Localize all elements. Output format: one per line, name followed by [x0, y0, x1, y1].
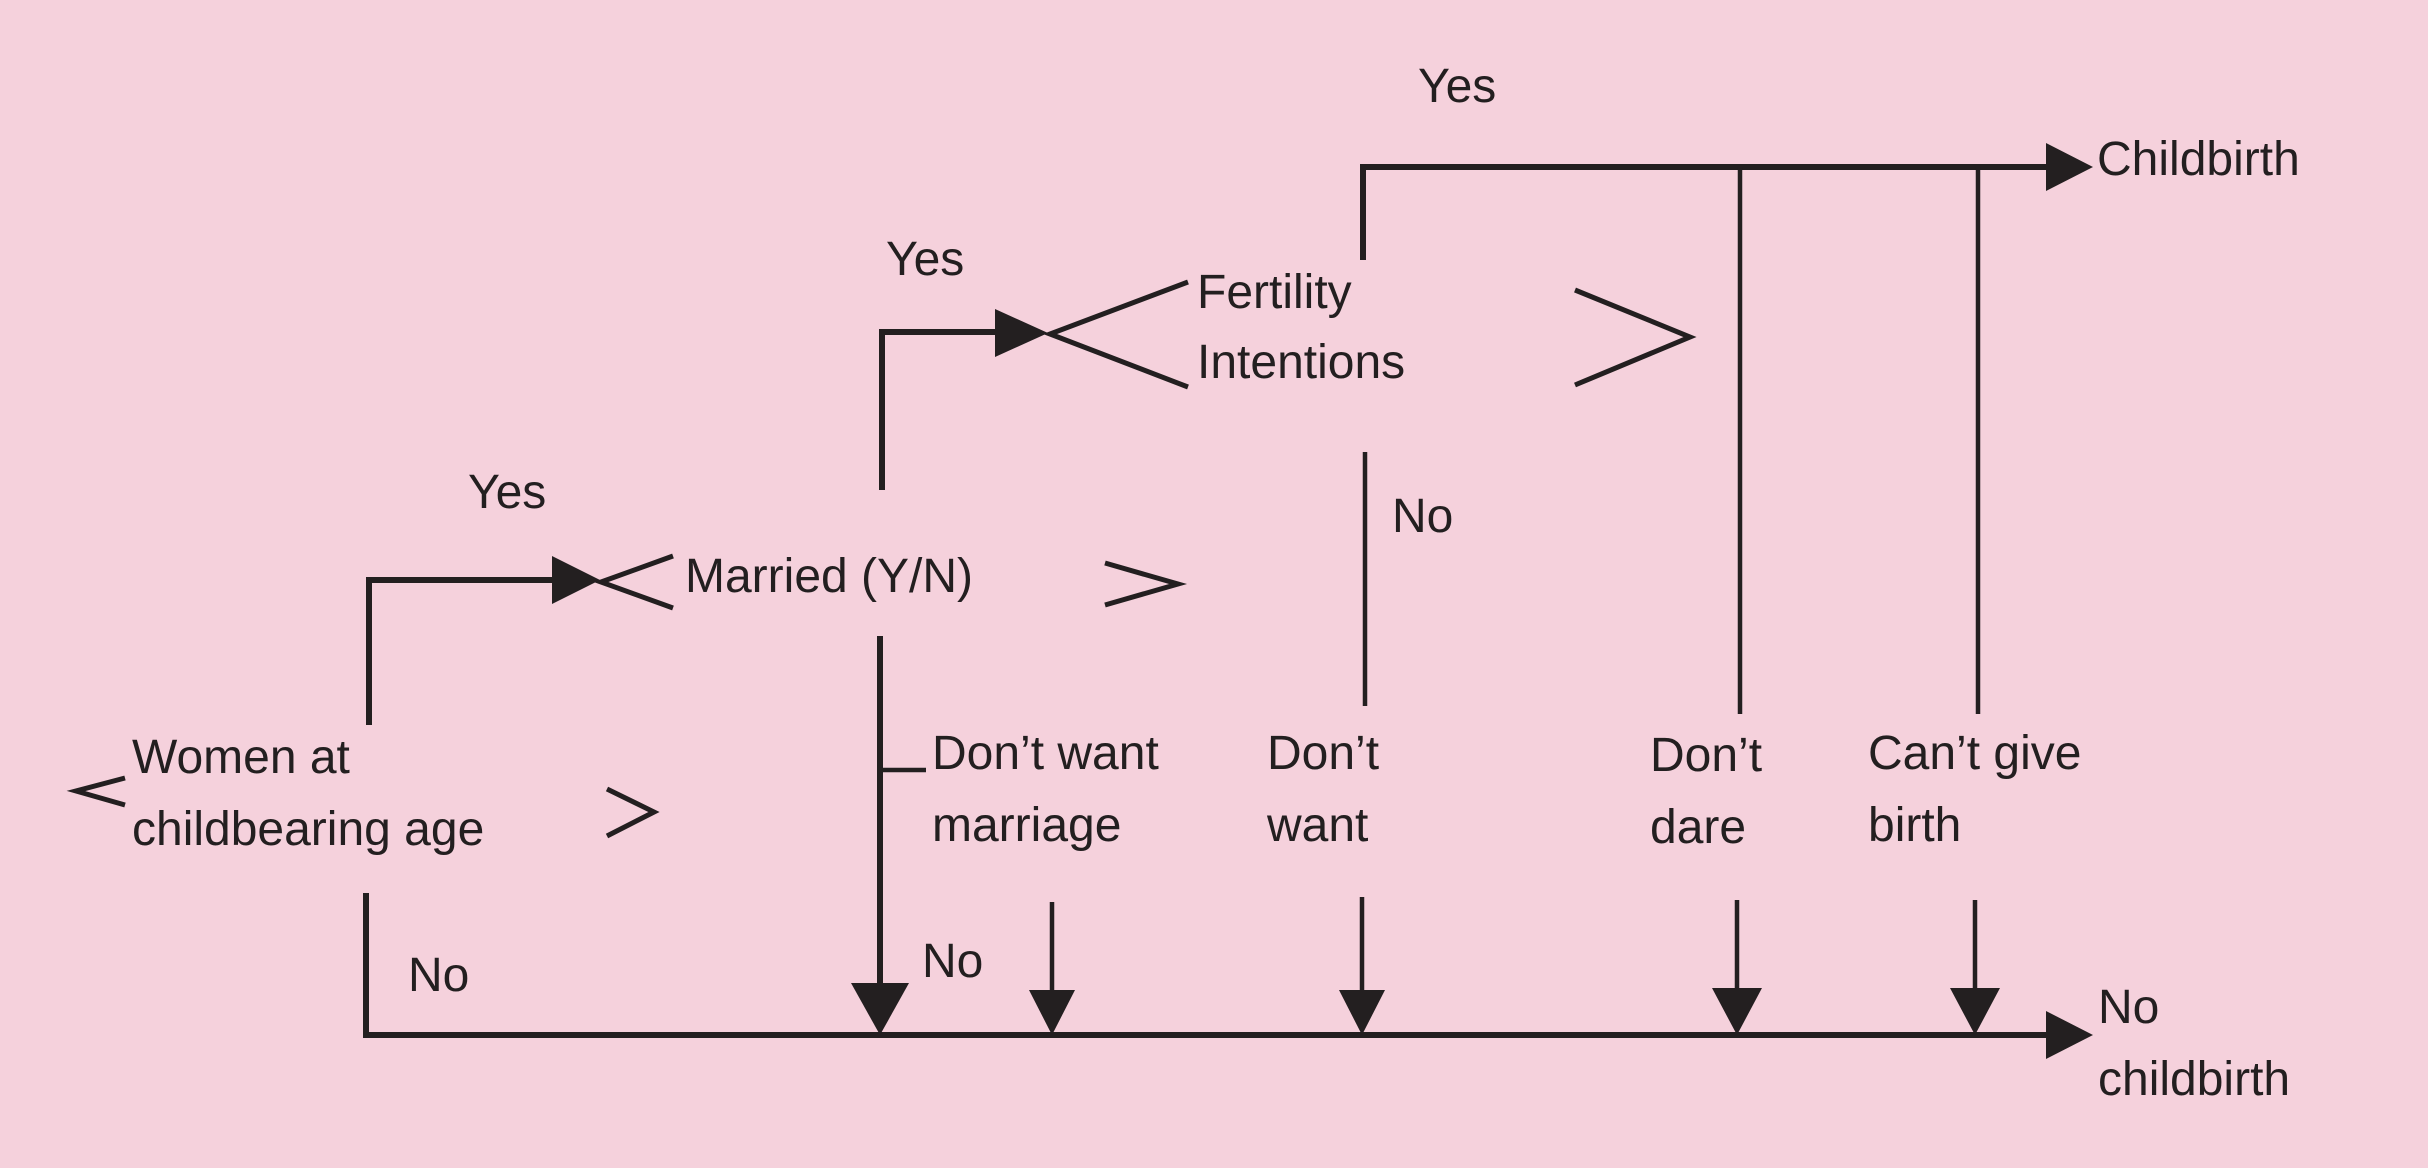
- reason-dont-want-line2: want: [1267, 799, 1369, 852]
- reason-cant-give-birth: Can’t give birth: [1868, 718, 2081, 862]
- node-no-childbirth: No childbirth: [2098, 972, 2290, 1116]
- reason-dont-want-marriage-line2: marriage: [932, 799, 1122, 852]
- label-no-married: No: [922, 935, 984, 988]
- married-left-angle-bracket: [593, 553, 674, 611]
- node-married: Married (Y/N): [685, 550, 974, 603]
- reason-cant-give-birth-line1: Can’t give: [1868, 727, 2082, 780]
- arrowhead-dont-dare: [1712, 988, 1762, 1035]
- node-fertility-intentions: Fertility Intentions: [1197, 258, 1405, 398]
- label-yes-fertility: Yes: [886, 233, 965, 286]
- reason-dont-dare-line2: dare: [1650, 801, 1747, 854]
- node-no-childbirth-line2: childbirth: [2098, 1053, 2291, 1106]
- arrowhead-dont-want-marriage: [1029, 990, 1075, 1035]
- reason-cant-give-birth-line2: birth: [1868, 799, 1962, 852]
- label-yes-married: Yes: [468, 466, 547, 519]
- women-right-angle-bracket: [605, 786, 660, 839]
- reason-dont-dare: Don’t dare: [1650, 720, 1762, 864]
- label-no-fertility: No: [1392, 490, 1454, 543]
- arrowhead-into-childbirth: [2046, 143, 2093, 191]
- label-no-women: No: [408, 949, 470, 1002]
- edge-no-childbirth-rail: [363, 893, 2048, 1038]
- reason-dont-want-marriage: Don’t want marriage: [932, 718, 1159, 862]
- node-women-line2: childbearing age: [132, 803, 485, 856]
- reason-dont-want: Don’t want: [1267, 718, 1379, 862]
- node-fertility-line2: Intentions: [1197, 336, 1406, 389]
- edge-fertility-yes-to-childbirth: [1360, 164, 2048, 260]
- fertility-left-angle-bracket: [1042, 279, 1189, 390]
- edge-women-yes-to-married: [366, 577, 554, 725]
- married-right-angle-bracket: [1104, 560, 1188, 608]
- node-no-childbirth-line1: No: [2098, 981, 2160, 1034]
- reason-dont-want-line1: Don’t: [1267, 727, 1380, 780]
- arrowhead-married-no: [851, 983, 909, 1035]
- arrowhead-into-fertility: [995, 309, 1048, 357]
- node-women-line1: Women at: [132, 731, 350, 784]
- reason-dont-want-marriage-line1: Don’t want: [932, 727, 1159, 780]
- label-yes-childbirth: Yes: [1418, 60, 1497, 113]
- arrowhead-cant-give-birth: [1950, 988, 2000, 1035]
- edge-married-yes-to-fertility: [879, 329, 997, 490]
- arrowhead-dont-want: [1339, 990, 1385, 1035]
- reason-dont-dare-line1: Don’t: [1650, 729, 1763, 782]
- arrowhead-into-married: [552, 556, 600, 604]
- arrowhead-into-no-childbirth: [2046, 1011, 2093, 1059]
- node-fertility-line1: Fertility: [1197, 266, 1352, 319]
- women-left-angle-bracket: [66, 775, 126, 808]
- node-women-at-childbearing-age: Women at childbearing age: [132, 722, 484, 866]
- node-childbirth: Childbirth: [2097, 133, 2300, 186]
- fertility-right-angle-bracket: [1574, 287, 1697, 388]
